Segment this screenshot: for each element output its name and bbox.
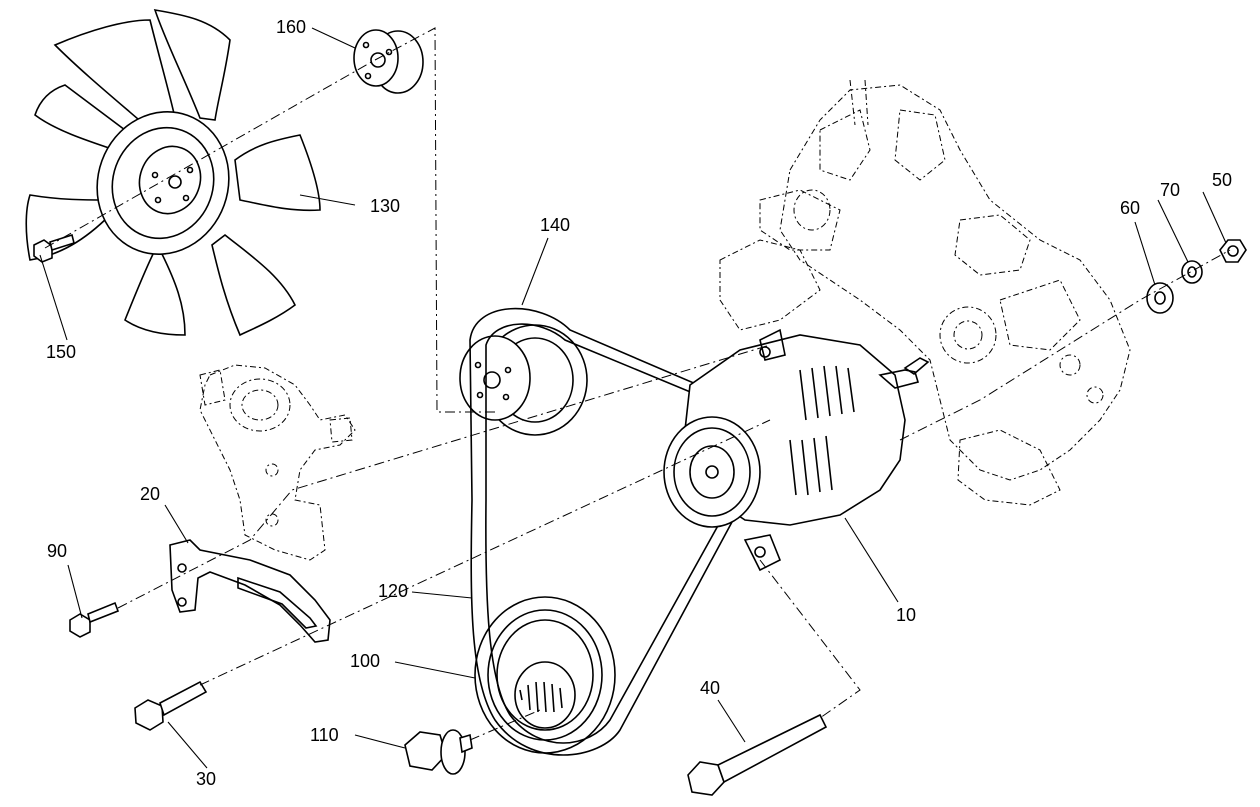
callout-120: 120 <box>378 581 408 601</box>
engine-block-phantom <box>719 79 1131 506</box>
bolt-110 <box>404 729 473 775</box>
callout-90: 90 <box>47 541 67 561</box>
callout-150: 150 <box>46 342 76 362</box>
bolt-40 <box>687 713 828 796</box>
callout-100: 100 <box>350 651 380 671</box>
nut-50 <box>1219 239 1247 263</box>
callout-60: 60 <box>1120 198 1140 218</box>
callout-40: 40 <box>700 678 720 698</box>
alternator-10 <box>663 328 930 572</box>
callout-20: 20 <box>140 484 160 504</box>
plain-washer-60 <box>1146 282 1174 314</box>
bolt-90 <box>69 601 120 638</box>
bolt-30 <box>134 680 208 731</box>
fan-spacer-160 <box>353 29 424 94</box>
v-belt-120 <box>469 307 782 756</box>
callout-labels: 160 130 150 140 20 90 120 100 30 110 40 … <box>46 17 1232 789</box>
callout-130: 130 <box>370 196 400 216</box>
spring-washer-70 <box>1181 260 1203 284</box>
callout-160: 160 <box>276 17 306 37</box>
assembly-centerlines <box>44 27 1231 741</box>
callout-70: 70 <box>1160 180 1180 200</box>
cooling-fan-130 <box>25 8 321 337</box>
water-pump-phantom <box>199 364 356 561</box>
bolt-150 <box>33 233 75 263</box>
leader-lines <box>39 27 1227 769</box>
callout-110: 110 <box>310 725 339 745</box>
fan-pulley-140 <box>459 324 588 436</box>
callout-10: 10 <box>896 605 916 625</box>
callout-50: 50 <box>1212 170 1232 190</box>
callout-140: 140 <box>540 215 570 235</box>
adjusting-bracket-20 <box>169 539 331 643</box>
callout-30: 30 <box>196 769 216 789</box>
